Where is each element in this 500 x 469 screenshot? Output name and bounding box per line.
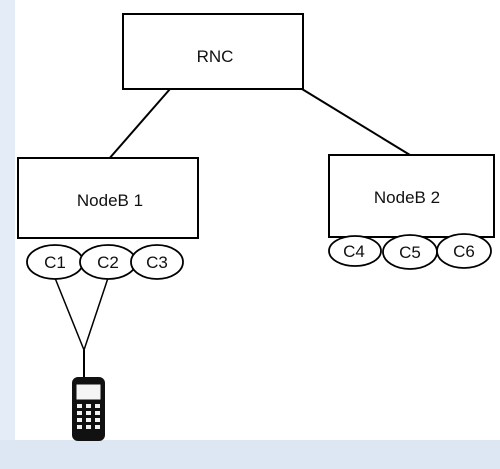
edge-c2-phone xyxy=(83,277,109,351)
cell-c6-ellipse xyxy=(436,233,492,269)
nodeb2-box xyxy=(328,154,495,238)
cell-c3: C3 xyxy=(130,244,184,280)
edge-rnc-nodeb1 xyxy=(107,88,171,161)
cell-c4-label: C4 xyxy=(343,242,365,261)
cell-c4: C4 xyxy=(328,235,382,267)
cell-c4-ellipse xyxy=(328,235,382,267)
nodeb1-node: NodeB 1 xyxy=(17,157,199,239)
nodeb2-label: NodeB 2 xyxy=(374,188,440,207)
rnc-label: RNC xyxy=(197,47,234,66)
cell-c3-label: C3 xyxy=(146,253,168,272)
cell-c2: C2 xyxy=(79,244,137,280)
edge-c1-phone xyxy=(54,277,85,351)
phone-keypad xyxy=(77,404,100,429)
nodeb2-node: NodeB 2 xyxy=(328,154,495,238)
cell-c1: C1 xyxy=(26,244,84,280)
cell-c5-label: C5 xyxy=(399,243,421,262)
cell-c6: C6 xyxy=(436,233,492,269)
left-band xyxy=(0,0,18,440)
rnc-node: RNC xyxy=(122,13,304,90)
cell-c2-label: C2 xyxy=(97,253,119,272)
edge-rnc-nodeb2 xyxy=(301,88,411,156)
nodeb1-label: NodeB 1 xyxy=(77,191,143,210)
cell-c1-label: C1 xyxy=(44,253,66,272)
cell-c3-ellipse xyxy=(130,244,184,280)
phone-screen xyxy=(75,383,102,401)
nodeb1-box xyxy=(17,157,199,239)
cell-c6-label: C6 xyxy=(453,242,475,261)
rnc-box xyxy=(122,13,304,90)
mobile-phone-icon xyxy=(72,377,105,441)
cell-c5: C5 xyxy=(382,234,438,270)
